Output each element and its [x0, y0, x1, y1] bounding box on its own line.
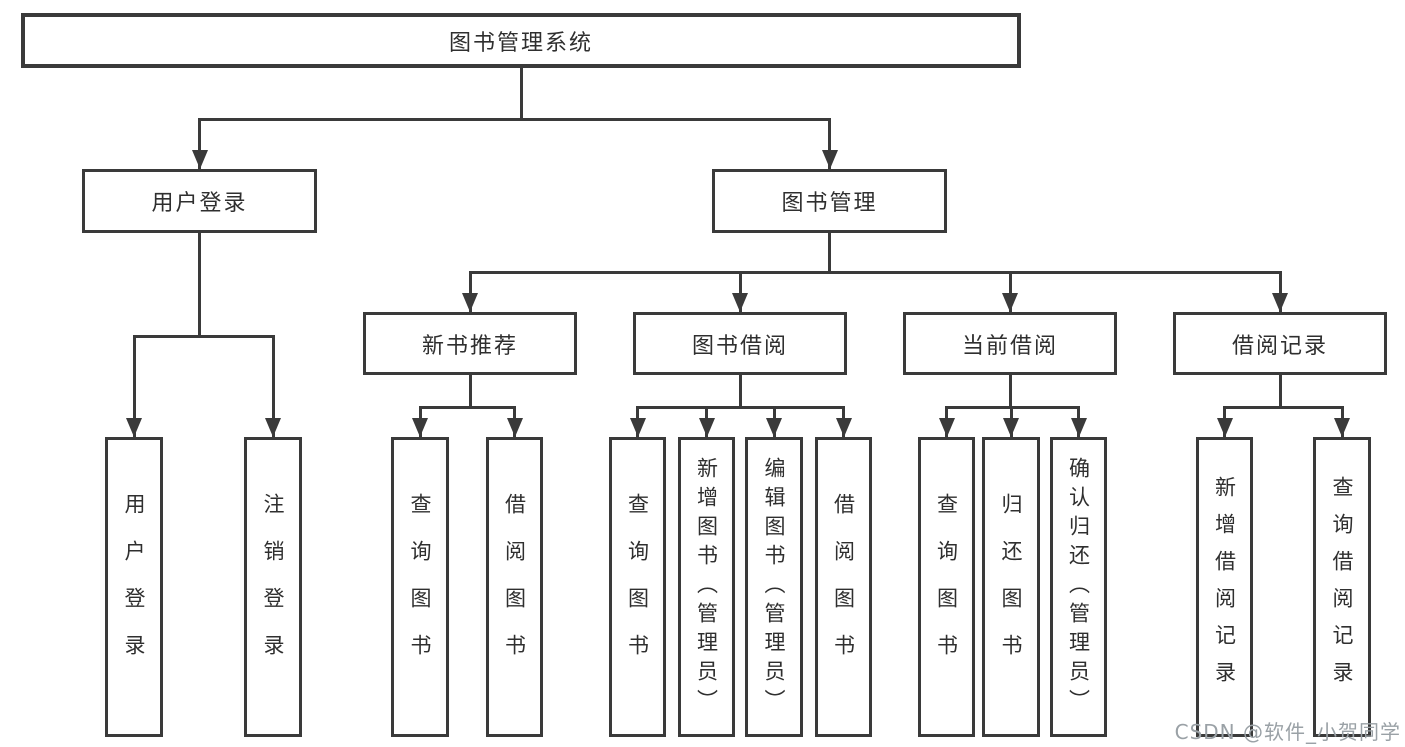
node-label: 用户登录 [122, 493, 146, 681]
connector-bar [1223, 405, 1344, 409]
connector-drop [828, 117, 831, 169]
node-label: 归还图书 [999, 493, 1023, 681]
node-leaf-user-login: 用户登录 [105, 437, 163, 737]
node-record-add: 新增借阅记录 [1196, 437, 1253, 737]
connector-drop [468, 270, 472, 312]
node-label: 图书管理系统 [448, 30, 593, 56]
node-label: 查询图书 [625, 493, 650, 681]
node-current-confirm: 确认归还（管理员） [1050, 437, 1107, 737]
arrow-down-icon [698, 418, 715, 437]
arrow-down-icon [835, 418, 852, 437]
node-rec: 新书推荐 [363, 312, 577, 375]
arrow-down-icon [1272, 293, 1288, 312]
connector-bar [418, 405, 516, 409]
connector-bar [132, 334, 275, 338]
connector-drop [1008, 270, 1012, 312]
node-label: 借阅图书 [502, 493, 527, 681]
node-mgmt: 图书管理 [712, 169, 947, 233]
arrow-down-icon [412, 418, 428, 437]
node-rec-borrow: 借阅图书 [486, 437, 543, 737]
connector-riser [198, 233, 201, 338]
node-current-return: 归还图书 [982, 437, 1040, 737]
watermark-text: CSDN @软件_小贺同学 [1174, 720, 1401, 744]
arrow-down-icon [821, 150, 838, 169]
connector-drop [198, 117, 201, 169]
node-label: 图书管理 [781, 191, 878, 216]
connector-riser [1008, 375, 1012, 409]
node-label: 用户登录 [151, 191, 248, 216]
node-login: 用户登录 [82, 169, 317, 233]
connector-riser [519, 68, 523, 121]
node-current: 当前借阅 [903, 312, 1117, 375]
connector-riser [1278, 375, 1282, 409]
connector-riser [738, 375, 742, 409]
node-borrow-edit: 编辑图书（管理员） [745, 437, 803, 737]
node-borrow-add: 新增图书（管理员） [678, 437, 735, 737]
node-label: 查询图书 [408, 493, 432, 681]
node-label: 新书推荐 [421, 333, 518, 359]
arrow-down-icon [1334, 418, 1350, 437]
connector-bar [945, 405, 1080, 409]
connector-drop [271, 334, 275, 437]
connector-bar [636, 405, 845, 409]
arrow-down-icon [462, 293, 478, 312]
arrow-down-icon [506, 418, 523, 437]
connector-riser [828, 233, 831, 274]
node-label: 新增借阅记录 [1212, 476, 1237, 698]
node-label: 新增图书（管理员） [694, 456, 719, 718]
node-label: 借阅图书 [831, 493, 856, 681]
node-record-query: 查询借阅记录 [1313, 437, 1371, 737]
node-label: 当前借阅 [961, 333, 1058, 359]
node-rec-query: 查询图书 [391, 437, 449, 737]
connector-drop [1278, 270, 1282, 312]
arrow-down-icon [1070, 418, 1087, 437]
connector-bar [468, 270, 1282, 274]
connector-drop [738, 270, 742, 312]
arrow-down-icon [1216, 418, 1233, 437]
arrow-down-icon [265, 418, 281, 437]
node-label: 查询借阅记录 [1330, 476, 1354, 698]
node-borrow-query: 查询图书 [609, 437, 666, 737]
node-label: 查询图书 [934, 493, 959, 681]
node-label: 注销登录 [261, 493, 285, 681]
arrow-down-icon [1003, 418, 1019, 437]
arrow-down-icon [732, 293, 748, 312]
node-label: 借阅记录 [1231, 333, 1328, 359]
node-current-query: 查询图书 [918, 437, 975, 737]
node-label: 图书借阅 [691, 333, 788, 359]
arrow-down-icon [191, 150, 208, 169]
node-leaf-logout: 注销登录 [244, 437, 302, 737]
node-label: 编辑图书（管理员） [762, 456, 786, 718]
connector-bar [198, 117, 831, 121]
connector-riser [468, 375, 472, 409]
node-record: 借阅记录 [1173, 312, 1387, 375]
arrow-down-icon [1002, 293, 1018, 312]
arrow-down-icon [629, 418, 646, 437]
node-borrow: 图书借阅 [633, 312, 847, 375]
node-label: 确认归还（管理员） [1066, 456, 1091, 718]
connector-drop [132, 334, 136, 437]
arrow-down-icon [938, 418, 955, 437]
arrow-down-icon [766, 418, 782, 437]
arrow-down-icon [126, 418, 142, 437]
node-root: 图书管理系统 [21, 13, 1021, 68]
node-borrow-lend: 借阅图书 [815, 437, 872, 737]
